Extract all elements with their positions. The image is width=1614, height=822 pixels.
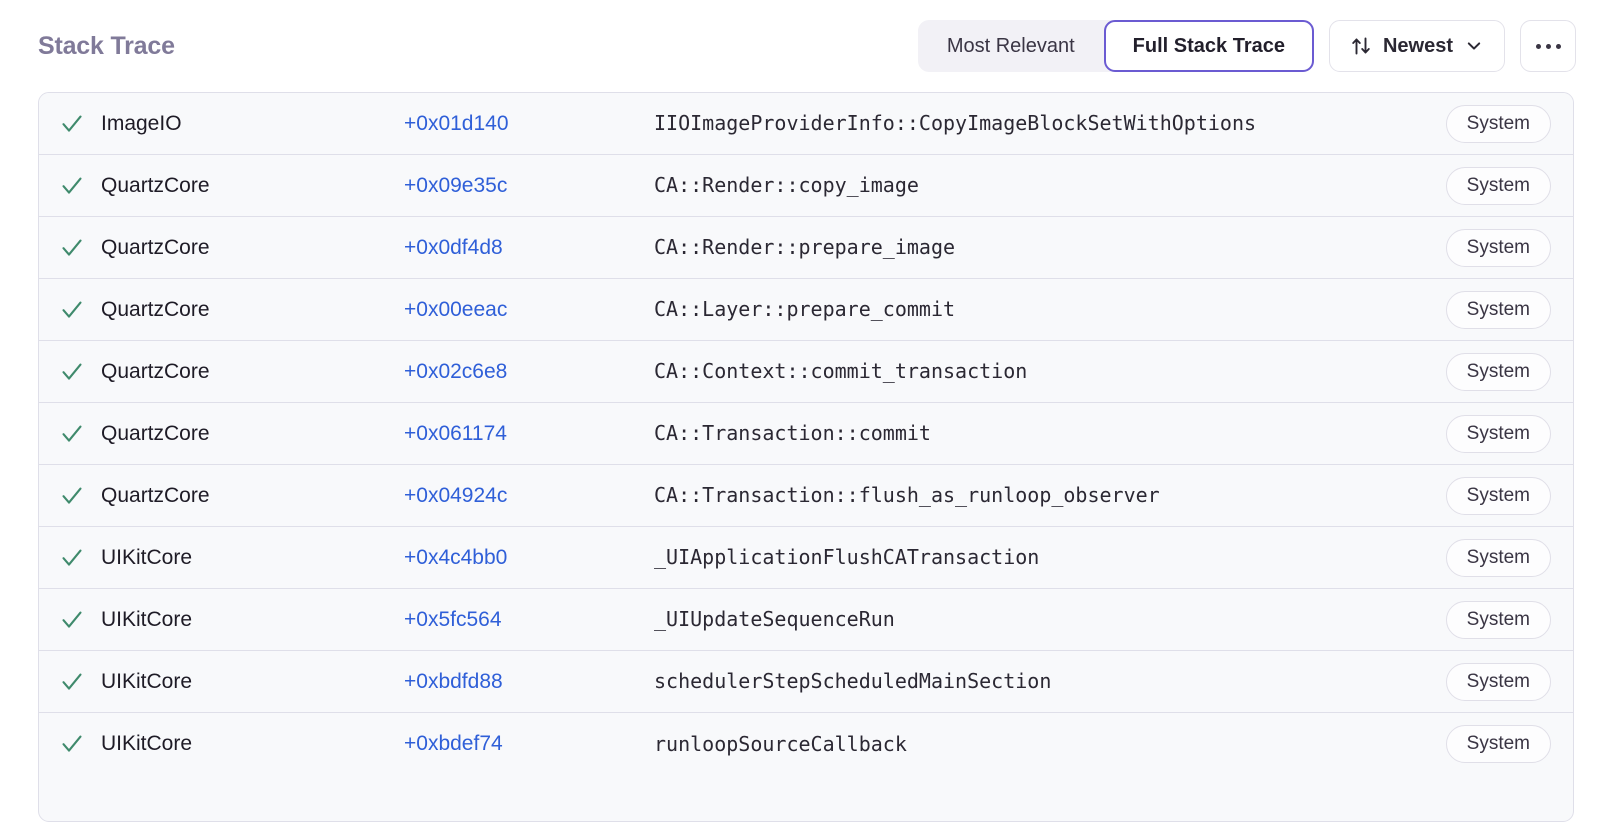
frame-library-name: UIKitCore — [101, 545, 193, 569]
frame-badge-cell: System — [1445, 352, 1551, 391]
frame-checkmark-icon[interactable] — [39, 111, 101, 137]
frame-library-name: QuartzCore — [101, 483, 210, 507]
status-badge: System — [1445, 662, 1551, 701]
status-badge: System — [1445, 538, 1551, 577]
more-options-button[interactable] — [1520, 20, 1576, 72]
frame-library-name: UIKitCore — [101, 669, 193, 693]
frame-symbol-name: CA::Render::copy_image — [654, 173, 919, 198]
frame-offset-link[interactable]: +0x4c4bb0 — [404, 545, 508, 569]
table-row[interactable]: ImageIO +0x01d140 IIOImageProviderInfo::Co… — [39, 93, 1573, 155]
table-row[interactable]: UIKitCore +0x5fc564 _UIUpdateSequenceRun Sy… — [39, 589, 1573, 651]
frame-symbol-name: schedulerStepScheduledMainSection — [654, 669, 1052, 694]
frame-library-name: QuartzCore — [101, 297, 210, 321]
frame-checkmark-icon[interactable] — [39, 235, 101, 261]
frame-library-name: QuartzCore — [101, 359, 210, 383]
frame-offset-link[interactable]: +0x00eeac — [404, 297, 508, 321]
frame-badge-cell: System — [1445, 104, 1551, 143]
frame-symbol-name: CA::Transaction::commit — [654, 421, 931, 446]
stack-frame-list[interactable]: ImageIO +0x01d140 IIOImageProviderInfo::Co… — [38, 92, 1574, 822]
table-row[interactable]: QuartzCore +0x0df4d8 CA::Render::prepare_i… — [39, 217, 1573, 279]
tab-most-relevant[interactable]: Most Relevant — [918, 20, 1104, 72]
frame-library-name: QuartzCore — [101, 421, 210, 445]
frame-checkmark-icon[interactable] — [39, 607, 101, 633]
frame-checkmark-icon[interactable] — [39, 483, 101, 509]
sort-dropdown-label: Newest — [1382, 34, 1453, 57]
frame-symbol-name: CA::Context::commit_transaction — [654, 359, 1028, 384]
frame-offset-link[interactable]: +0x02c6e8 — [404, 359, 508, 383]
status-badge: System — [1445, 476, 1551, 515]
status-badge: System — [1445, 352, 1551, 391]
frame-offset-link[interactable]: +0x04924c — [404, 483, 508, 507]
table-row[interactable]: UIKitCore +0xbdfd88 schedulerStepScheduled… — [39, 651, 1573, 713]
frame-checkmark-icon[interactable] — [39, 731, 101, 757]
frame-badge-cell: System — [1445, 725, 1551, 763]
status-badge: System — [1445, 166, 1551, 205]
frame-symbol-name: _UIApplicationFlushCATransaction — [654, 545, 1040, 570]
frame-symbol-name: CA::Render::prepare_image — [654, 235, 956, 260]
status-badge: System — [1445, 290, 1551, 329]
table-row[interactable]: UIKitCore +0xbdef74 runloopSourceCallback S… — [39, 713, 1573, 775]
frame-offset-link[interactable]: +0xbdfd88 — [404, 669, 503, 693]
table-row[interactable]: QuartzCore +0x04924c CA::Transaction::flus… — [39, 465, 1573, 527]
frame-checkmark-icon[interactable] — [39, 669, 101, 695]
frame-library-name: UIKitCore — [101, 732, 193, 755]
frame-offset-link[interactable]: +0x01d140 — [404, 111, 509, 135]
header-controls: Most Relevant Full Stack Trace Newest — [917, 20, 1576, 72]
frame-symbol-name: CA::Layer::prepare_commit — [654, 297, 956, 322]
ellipsis-dot-3 — [1555, 43, 1561, 49]
frame-symbol-name: CA::Transaction::flush_as_runloop_observ… — [654, 483, 1160, 508]
frame-badge-cell: System — [1445, 228, 1551, 267]
table-row[interactable]: QuartzCore +0x00eeac CA::Layer::prepare_co… — [39, 279, 1573, 341]
frame-checkmark-icon[interactable] — [39, 359, 101, 385]
frame-offset-link[interactable]: +0x09e35c — [404, 173, 508, 197]
table-row[interactable]: QuartzCore +0x061174 CA::Transaction::comm… — [39, 403, 1573, 465]
table-row[interactable]: QuartzCore +0x09e35c CA::Render::copy_imag… — [39, 155, 1573, 217]
frame-library-name: UIKitCore — [101, 607, 193, 631]
status-badge: System — [1445, 725, 1551, 763]
frame-badge-cell: System — [1445, 538, 1551, 577]
frame-badge-cell: System — [1445, 166, 1551, 205]
panel-header: Stack Trace Most Relevant Full Stack Tra… — [0, 0, 1614, 92]
frame-offset-link[interactable]: +0xbdef74 — [404, 732, 503, 755]
frame-badge-cell: System — [1445, 476, 1551, 515]
frame-offset-link[interactable]: +0x0df4d8 — [404, 235, 503, 259]
ellipsis-horizontal-icon — [1535, 43, 1541, 49]
frame-badge-cell: System — [1445, 414, 1551, 453]
chevron-down-icon — [1464, 36, 1484, 56]
status-badge: System — [1445, 414, 1551, 453]
tab-full-stack-trace[interactable]: Full Stack Trace — [1103, 20, 1314, 72]
table-row[interactable]: QuartzCore +0x02c6e8 CA::Context::commit_t… — [39, 341, 1573, 403]
stack-trace-mode-segmented-control[interactable]: Most Relevant Full Stack Trace — [917, 20, 1314, 72]
frame-offset-link[interactable]: +0x061174 — [404, 421, 507, 445]
frame-badge-cell: System — [1445, 600, 1551, 639]
frame-checkmark-icon[interactable] — [39, 297, 101, 323]
status-badge: System — [1445, 600, 1551, 639]
sort-dropdown-button[interactable]: Newest — [1328, 20, 1505, 72]
frame-symbol-name: IIOImageProviderInfo::CopyImageBlockSetW… — [654, 111, 1257, 136]
ellipsis-dot-2 — [1545, 43, 1551, 49]
frame-offset-link[interactable]: +0x5fc564 — [404, 607, 502, 631]
frame-library-name: QuartzCore — [101, 235, 210, 259]
frame-symbol-name: runloopSourceCallback — [654, 731, 907, 756]
frame-symbol-name: _UIUpdateSequenceRun — [654, 607, 895, 632]
sort-arrows-icon — [1350, 35, 1372, 57]
frame-checkmark-icon[interactable] — [39, 421, 101, 447]
frame-checkmark-icon[interactable] — [39, 173, 101, 199]
frame-library-name: ImageIO — [101, 111, 182, 135]
status-badge: System — [1445, 228, 1551, 267]
frame-badge-cell: System — [1445, 662, 1551, 701]
table-row[interactable]: UIKitCore +0x4c4bb0 _UIApplicationFlushCAT… — [39, 527, 1573, 589]
frame-badge-cell: System — [1445, 290, 1551, 329]
frame-checkmark-icon[interactable] — [39, 545, 101, 571]
frame-library-name: QuartzCore — [101, 173, 210, 197]
status-badge: System — [1445, 104, 1551, 143]
page-title: Stack Trace — [38, 31, 175, 60]
